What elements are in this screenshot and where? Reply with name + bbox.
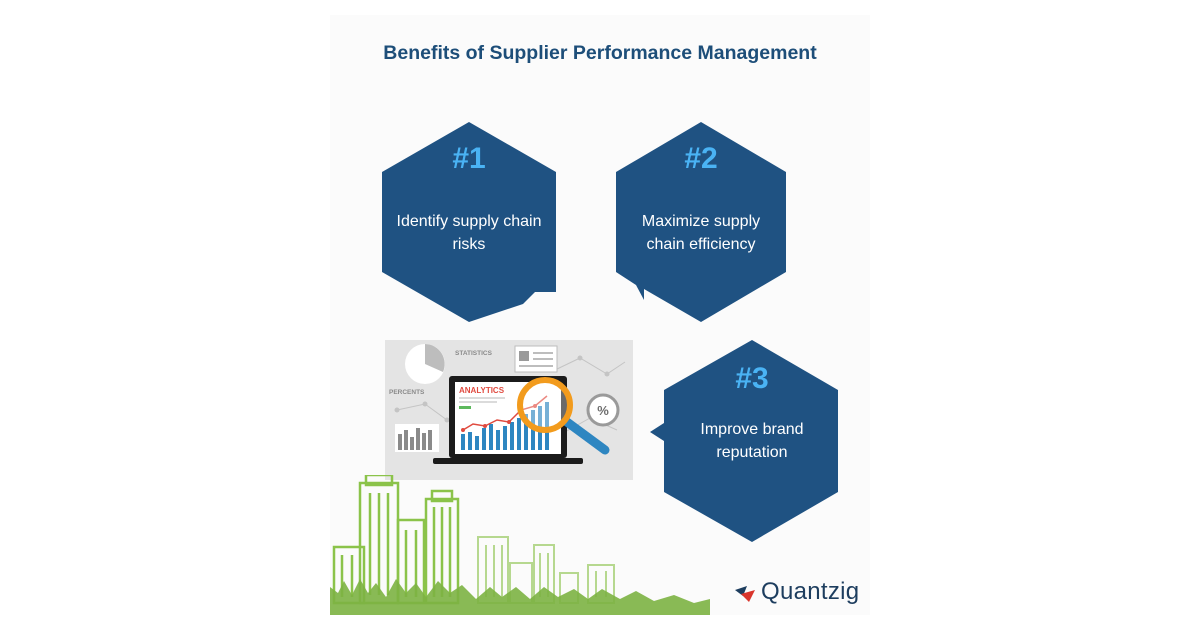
analytics-illustration: STATISTICS PERCENTS % ANALYTICS bbox=[385, 340, 633, 480]
benefit-text-line: risks bbox=[452, 236, 486, 253]
pie-chart-icon bbox=[405, 344, 445, 384]
illustration-label: PERCENTS bbox=[389, 389, 425, 396]
benefit-text-line: chain efficiency bbox=[646, 236, 756, 253]
benefit-card-2: #2 Maximize supply chain efficiency bbox=[614, 122, 788, 324]
bar-chart-icon bbox=[395, 424, 439, 452]
logo-text: Quantzig bbox=[761, 578, 860, 605]
benefit-number: #2 bbox=[684, 142, 718, 175]
benefit-card-3: #3 Improve brand reputation bbox=[648, 340, 840, 544]
quantzig-logo-mark bbox=[735, 586, 755, 602]
page-title: Benefits of Supplier Performance Managem… bbox=[383, 42, 817, 64]
benefit-card-1: #1 Identify supply chain risks bbox=[380, 122, 558, 324]
benefit-text: Identify supply chain risks bbox=[380, 210, 558, 256]
benefit-number: #3 bbox=[735, 362, 769, 395]
benefit-text-line: reputation bbox=[716, 444, 788, 461]
percent-glyph: % bbox=[597, 403, 609, 418]
hexagon-shape bbox=[616, 122, 786, 322]
benefit-text: Improve brand reputation bbox=[656, 418, 848, 464]
benefit-text-line: Maximize supply bbox=[641, 213, 761, 230]
city-skyline-illustration bbox=[330, 473, 710, 615]
benefit-text-line: Improve brand bbox=[700, 421, 804, 438]
benefit-text-line: Identify supply chain bbox=[396, 213, 542, 230]
hexagon-shape bbox=[382, 122, 556, 322]
hexagon-shape bbox=[650, 340, 838, 542]
magnifier-icon bbox=[517, 377, 610, 455]
benefit-number: #1 bbox=[452, 142, 486, 175]
illustration-label: STATISTICS bbox=[455, 350, 493, 357]
screen-heading: ANALYTICS bbox=[459, 386, 505, 395]
benefit-text: Maximize supply chain efficiency bbox=[614, 210, 788, 256]
